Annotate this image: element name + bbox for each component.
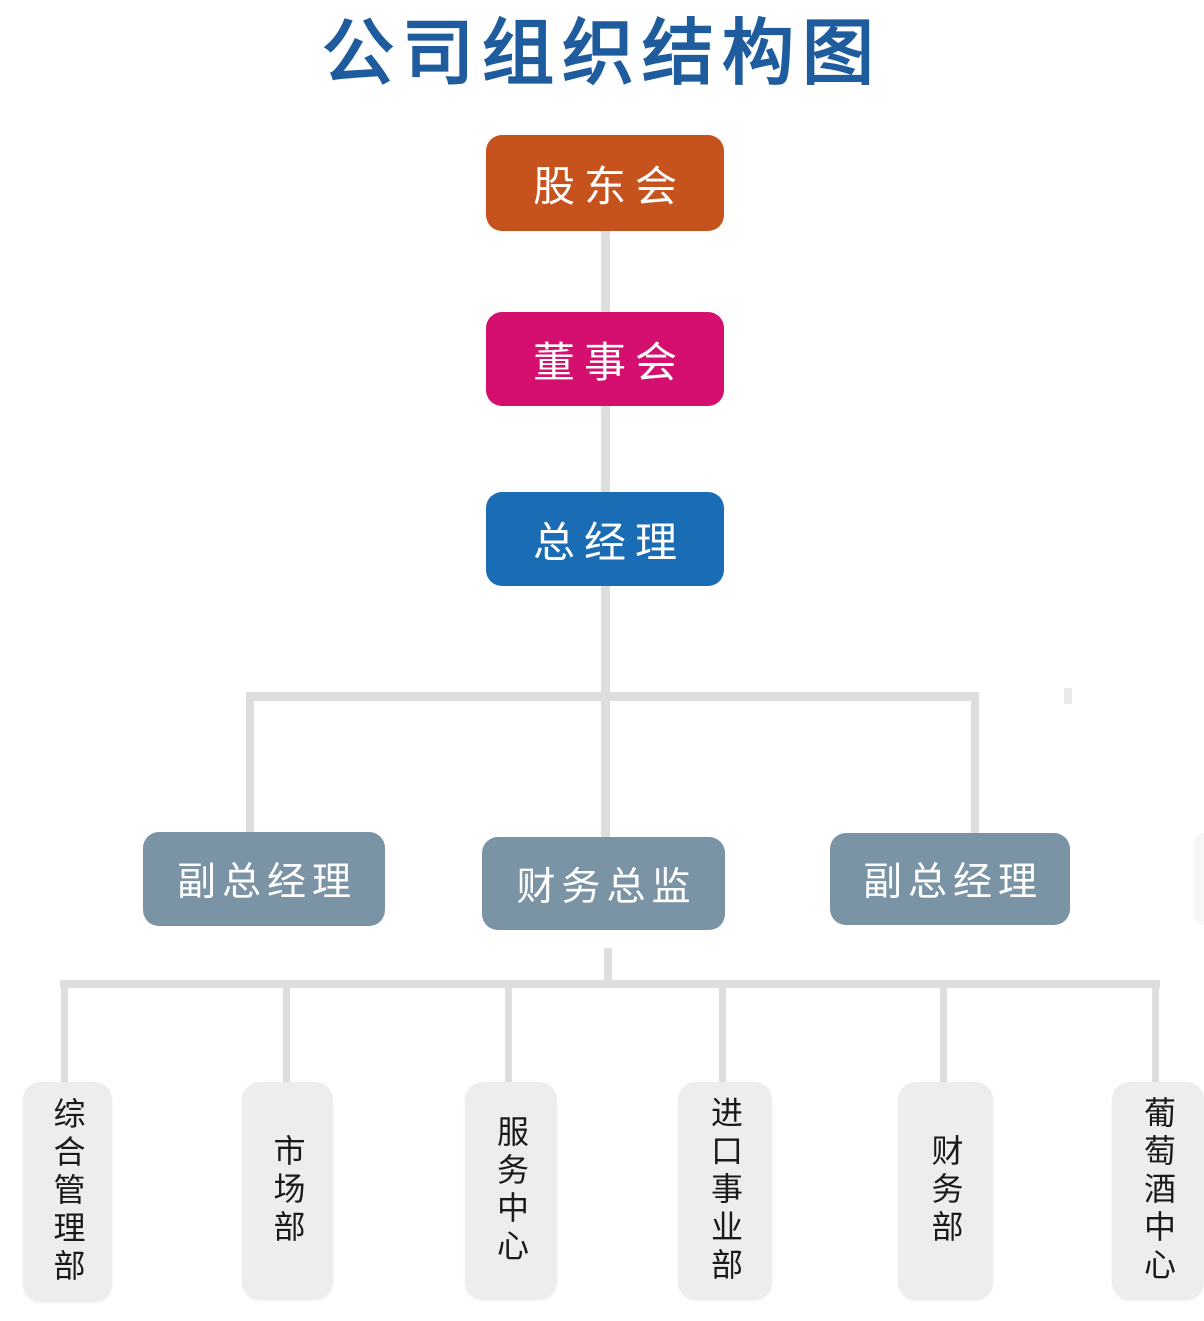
node-deputy-gm-right-label: 副总经理 (862, 861, 1043, 904)
node-import-business-dept: 进口事业部 (678, 1082, 772, 1300)
partial-node-right-edge (1194, 833, 1204, 925)
node-marketing-dept-label: 市场部 (269, 1134, 306, 1248)
connector-drop-dept-2 (283, 980, 290, 1084)
connector-shareholders-board (601, 228, 610, 316)
node-finance-director-label: 财务总监 (516, 865, 697, 909)
connector-drop-deputy-left (246, 692, 254, 836)
connector-drop-dept-3 (505, 980, 512, 1084)
node-service-center: 服务中心 (465, 1082, 557, 1300)
connector-gm-cfo (601, 582, 610, 842)
connector-drop-dept-5 (940, 980, 947, 1084)
node-wine-center-label: 葡萄酒中心 (1140, 1096, 1176, 1286)
connector-drop-deputy-right (971, 692, 979, 836)
node-deputy-gm-left-label: 副总经理 (176, 861, 357, 904)
connector-drop-dept-4 (719, 980, 726, 1084)
node-service-center-label: 服务中心 (493, 1115, 529, 1267)
connector-board-gm (601, 402, 610, 496)
node-shareholders-meeting: 股东会 (486, 135, 724, 231)
node-deputy-gm-left: 副总经理 (143, 832, 385, 926)
connector-executives-horizontal (246, 692, 979, 701)
connector-cfo-stub (604, 948, 612, 988)
node-marketing-dept: 市场部 (242, 1082, 333, 1300)
connector-fragment-cropped (1064, 688, 1072, 704)
node-finance-dept-label: 财务部 (927, 1134, 964, 1248)
node-shareholders-meeting-label: 股东会 (532, 162, 686, 210)
node-finance-dept: 财务部 (898, 1082, 993, 1300)
connector-departments-horizontal (60, 980, 1160, 988)
connector-drop-dept-6 (1152, 980, 1159, 1084)
node-board-of-directors-label: 董事会 (532, 338, 686, 386)
connector-drop-dept-1 (61, 980, 68, 1084)
node-general-admin-dept-label: 综合管理部 (49, 1097, 86, 1287)
node-board-of-directors: 董事会 (486, 312, 724, 406)
node-wine-center: 葡萄酒中心 (1112, 1082, 1204, 1300)
node-general-manager-label: 总经理 (532, 518, 686, 566)
node-import-business-dept-label: 进口事业部 (707, 1096, 743, 1286)
node-deputy-gm-right: 副总经理 (830, 833, 1070, 925)
node-general-manager: 总经理 (486, 492, 724, 586)
chart-title: 公司组织结构图 (321, 14, 882, 94)
node-finance-director: 财务总监 (482, 837, 725, 930)
node-general-admin-dept: 综合管理部 (23, 1082, 112, 1302)
